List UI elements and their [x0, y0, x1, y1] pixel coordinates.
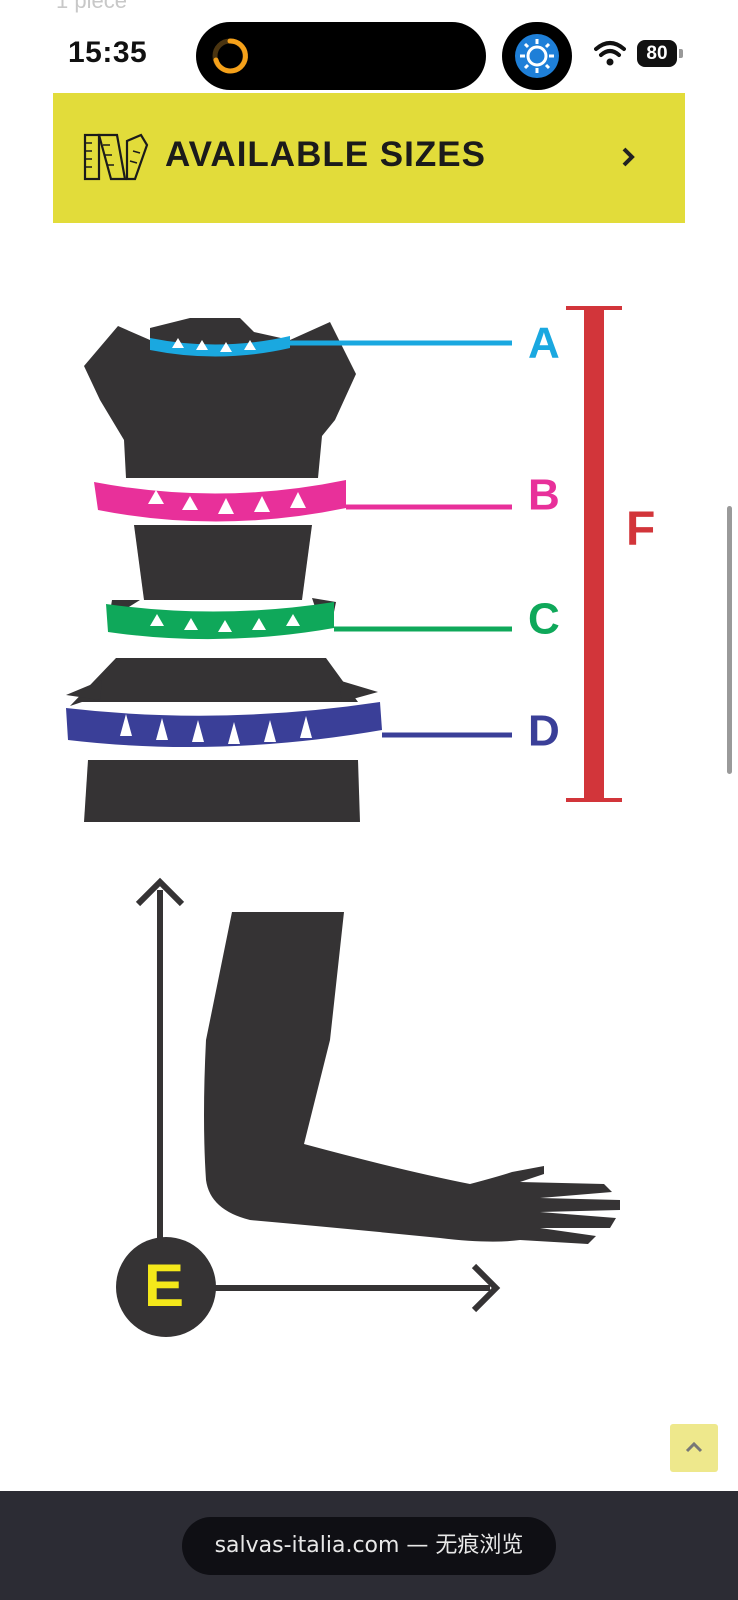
- back-to-top-button[interactable]: [670, 1424, 718, 1472]
- chevron-right-icon: [622, 147, 635, 167]
- address-bar[interactable]: salvas-italia.com — 无痕浏览: [182, 1517, 556, 1575]
- label-e: E: [144, 1252, 184, 1319]
- battery-nub: [679, 49, 683, 58]
- battery-level: 80: [637, 40, 677, 67]
- hip-band: [66, 702, 382, 748]
- wifi-icon: [594, 41, 626, 66]
- label-e-circle: [116, 1237, 216, 1337]
- dynamic-island: [196, 22, 486, 90]
- available-sizes-label: AVAILABLE SIZES: [165, 135, 486, 174]
- torso-silhouette: [66, 318, 378, 822]
- app-sun-icon: [515, 34, 559, 78]
- arm-measure-axes: [135, 877, 501, 1313]
- label-d: D: [528, 707, 560, 756]
- hip-band-ticks: [120, 714, 312, 744]
- chest-band: [94, 480, 346, 522]
- activity-indicator: [502, 22, 572, 90]
- arm-silhouette: [204, 912, 620, 1244]
- chest-band-ticks: [148, 490, 306, 514]
- status-time: 15:35: [68, 36, 148, 69]
- label-c: C: [528, 595, 560, 644]
- label-f: F: [626, 503, 655, 556]
- page-scrollbar[interactable]: [727, 506, 732, 774]
- chevron-up-icon: [685, 1441, 703, 1453]
- measuring-tape-icon: [83, 133, 149, 181]
- waist-band-ticks: [150, 614, 300, 632]
- size-measurement-diagram: A B C D F E: [66, 306, 655, 1337]
- neck-band: [150, 336, 290, 357]
- battery-indicator: 80: [637, 40, 683, 67]
- length-measure-bar: [566, 306, 622, 802]
- label-a: A: [528, 319, 560, 368]
- browser-toolbar: salvas-italia.com — 无痕浏览: [0, 1491, 738, 1600]
- neck-band-ticks: [172, 338, 256, 352]
- waist-band: [106, 602, 334, 640]
- label-b: B: [528, 471, 560, 520]
- available-sizes-button[interactable]: AVAILABLE SIZES: [53, 93, 685, 223]
- status-bar: 15:35 80: [0, 0, 738, 92]
- partial-text: 1 piece: [56, 0, 127, 13]
- timer-ring-icon: [212, 38, 248, 74]
